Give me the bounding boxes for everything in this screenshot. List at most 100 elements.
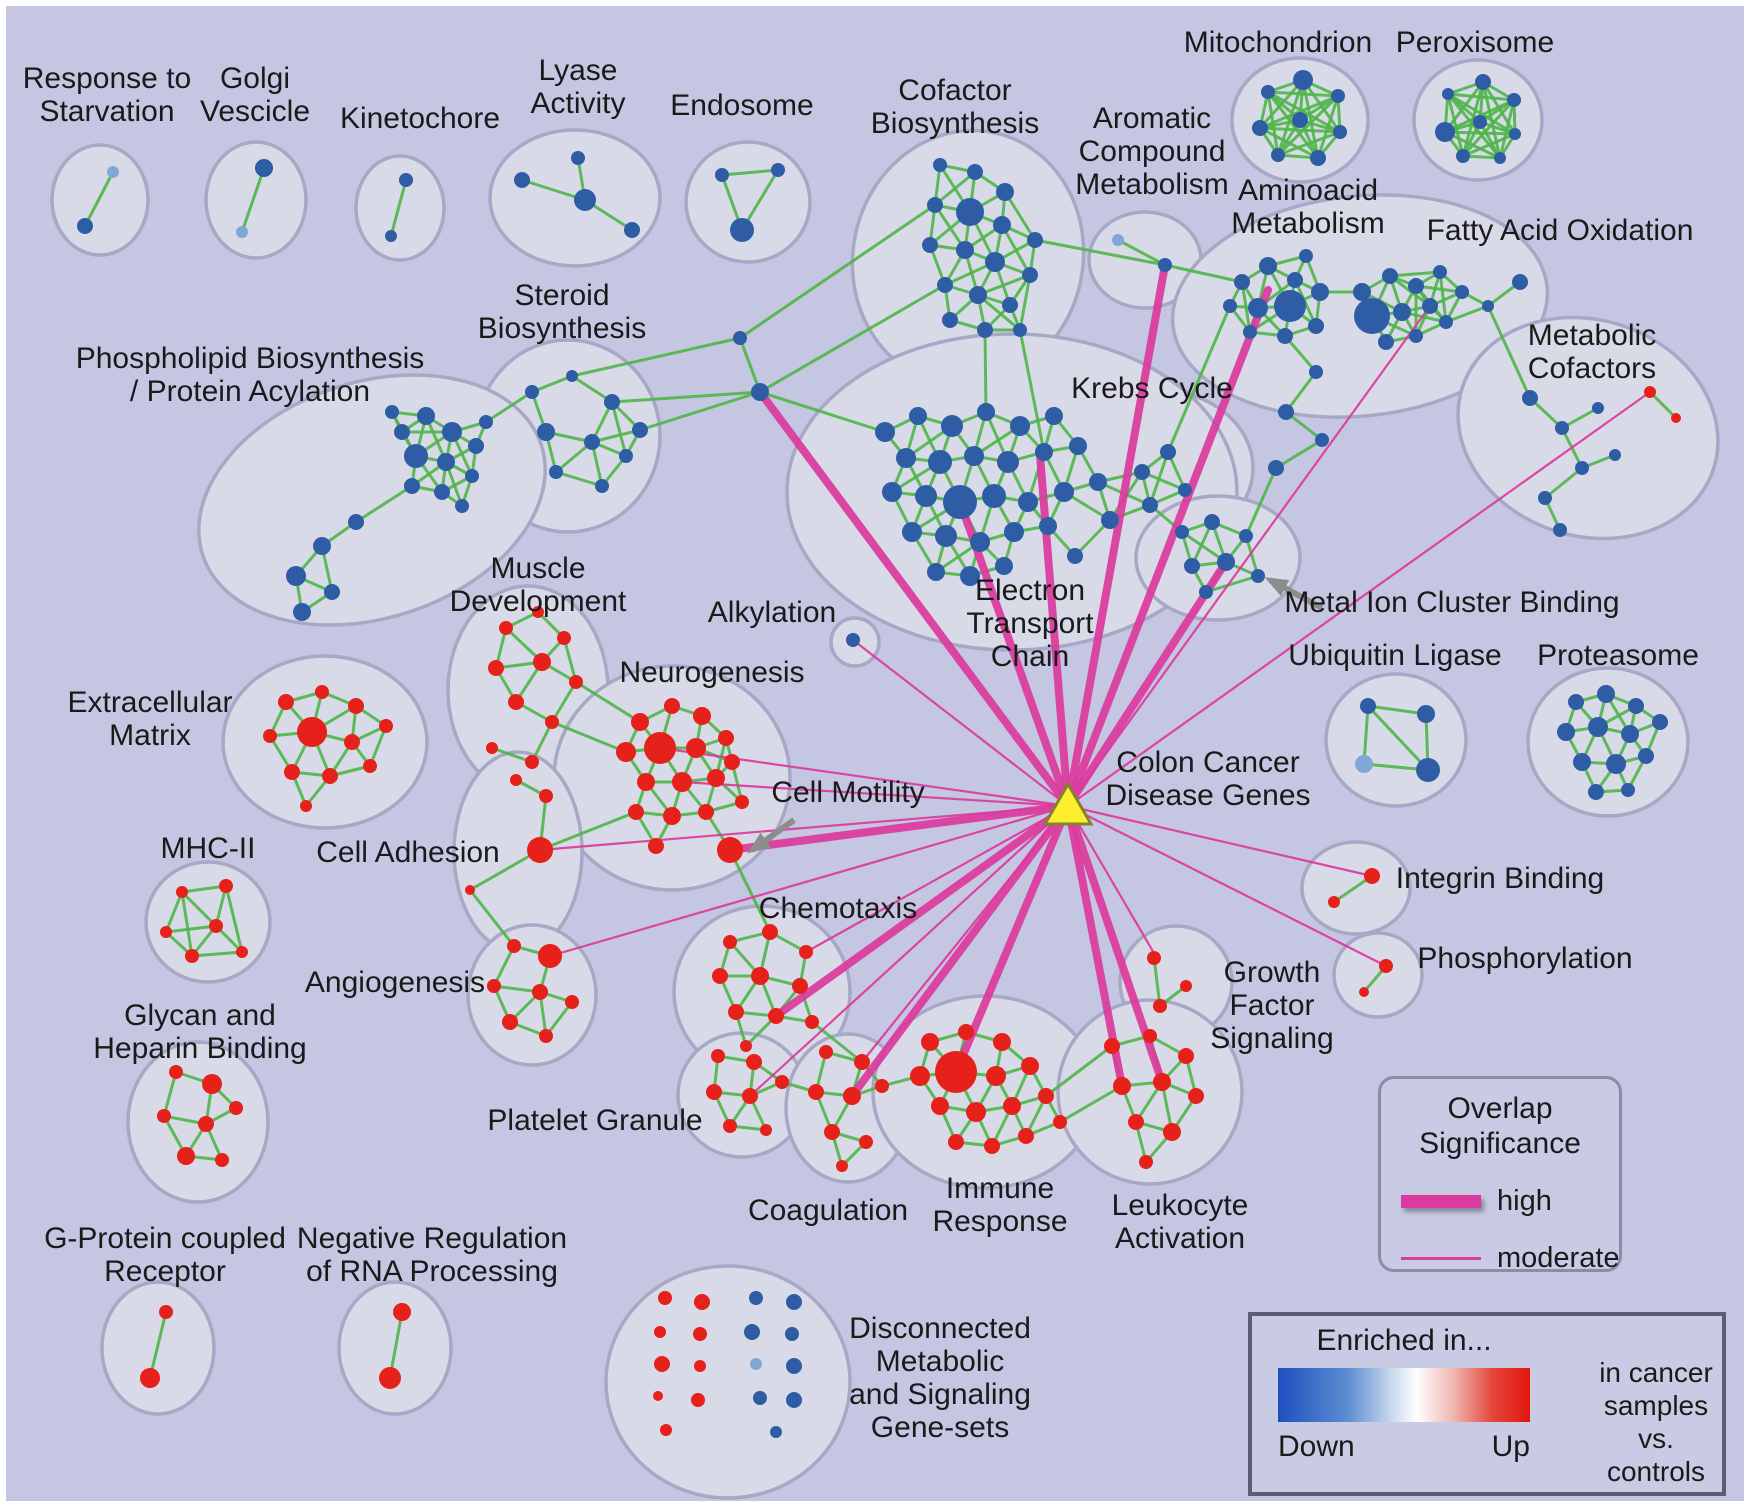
label-phospholipid-protein-acylation: Phospholipid Biosynthesis/ Protein Acyla…	[76, 342, 425, 408]
gene-set-node-g-protein-coupled-receptor	[140, 1368, 160, 1388]
green-overlap-edge	[1277, 130, 1341, 157]
gene-set-node-leukocyte-activation	[1153, 1073, 1171, 1091]
label-alkylation: Alkylation	[708, 596, 836, 629]
green-overlap-edge	[977, 293, 1021, 332]
overlap-edge-moderate	[1067, 804, 1373, 878]
green-overlap-edge	[544, 1001, 574, 1037]
gene-set-node-coagulation	[843, 1087, 861, 1105]
gene-set-node-aminoacid-fatty-acid	[1433, 265, 1447, 279]
gene-set-node-proteasome	[1588, 717, 1608, 737]
cluster-ellipse-disconnected-gene-sets	[604, 1264, 852, 1500]
gene-set-node-aminoacid-fatty-acid	[1439, 315, 1453, 329]
gene-set-node-leukocyte-activation	[1104, 1038, 1120, 1054]
gene-set-node-phospholipid-protein-acylation	[442, 422, 462, 442]
gene-set-node-neurogenesis	[718, 730, 734, 746]
gene-set-node-leukocyte-activation	[1139, 1155, 1153, 1169]
overlap-edge-high	[1064, 261, 1169, 810]
cluster-ellipse-golgi-vesicle	[204, 140, 308, 260]
gene-set-node-leukocyte-activation	[1178, 1048, 1194, 1064]
green-overlap-edge	[1003, 191, 1037, 241]
green-overlap-edge	[521, 178, 586, 202]
gene-set-node-chemotaxis	[751, 967, 769, 985]
gene-set-node-phospholipid-protein-acylation	[313, 537, 331, 555]
gene-set-node-mhc-ii	[209, 919, 223, 933]
gene-set-node-cofactor-biosynthesis	[1022, 267, 1038, 283]
green-overlap-edge	[1389, 270, 1441, 278]
overlap-edge-high	[952, 802, 1072, 1076]
gene-set-node-metal-ion-cluster-binding	[1239, 529, 1253, 543]
green-overlap-edge	[469, 848, 541, 892]
enrichment-context-line1: in cancer	[1599, 1357, 1713, 1388]
gene-set-node-electron-transport-chain	[977, 403, 995, 421]
gene-set-node-growth-factor-signaling	[1147, 951, 1161, 965]
gene-set-node-coagulation	[854, 1054, 870, 1070]
gene-set-node-angiogenesis	[532, 984, 548, 1000]
gene-set-node-disconnected-gene-sets	[786, 1392, 802, 1408]
label-neurogenesis: Neurogenesis	[619, 656, 804, 689]
green-overlap-edge	[1443, 81, 1485, 133]
label-fatty-acid-oxidation: Fatty Acid Oxidation	[1427, 214, 1694, 247]
green-overlap-edge	[1438, 271, 1448, 323]
gene-set-node-aromatic-compound-metabolism	[1112, 234, 1124, 246]
label-endosome: Endosome	[670, 89, 813, 122]
gene-set-node-immune-response	[948, 1134, 964, 1150]
gene-set-node-metal-ion-cluster-binding	[1204, 514, 1220, 530]
gene-set-node-metal-ion-cluster-binding	[1217, 553, 1235, 571]
gene-set-node-disconnected-gene-sets	[660, 1424, 672, 1436]
gene-set-node-metabolic-cofactors	[1538, 491, 1552, 505]
gene-set-node-peroxisome	[1507, 93, 1521, 107]
green-overlap-edge	[728, 849, 772, 933]
gene-set-node-mitochondrion	[1293, 70, 1313, 90]
label-cell-motility: Cell Motility	[771, 776, 924, 809]
gene-set-node-electron-transport-chain	[1054, 482, 1074, 502]
gene-set-node-phospholipid-protein-acylation	[404, 444, 428, 468]
layer-magenta	[539, 261, 1651, 1100]
gene-set-node-mitochondrion	[1261, 85, 1275, 99]
gene-set-node-cofactor-biosynthesis	[969, 286, 987, 304]
green-overlap-edge	[148, 1311, 168, 1379]
gene-set-node-aminoacid-fatty-acid	[1299, 249, 1313, 263]
green-overlap-edge	[1486, 305, 1532, 399]
gene-set-node-electron-transport-chain	[935, 525, 957, 547]
overlap-edge-moderate	[852, 639, 1069, 807]
gene-set-node-chemotaxis	[712, 968, 728, 984]
gene-set-node-cofactor-biosynthesis	[1013, 323, 1027, 337]
overlap-edge-moderate	[1067, 391, 1651, 807]
gene-set-node-ubiquitin-ligase	[1416, 758, 1440, 782]
gene-set-node-muscle-development	[488, 660, 504, 676]
overlap-edge-moderate	[749, 805, 1069, 1097]
gene-set-node-proteasome	[1573, 753, 1591, 771]
gene-set-node-disconnected-gene-sets	[744, 1324, 760, 1340]
overlap-edge-moderate	[1067, 805, 1159, 961]
enrichment-context-text: in cancer samples vs. controls	[1590, 1316, 1722, 1492]
green-overlap-edge	[1059, 1084, 1123, 1124]
gene-set-node-neurogenesis	[672, 772, 692, 792]
gene-set-node-chemotaxis	[792, 978, 808, 994]
legend-overlap-title: Overlap Significance	[1381, 1091, 1619, 1161]
gene-set-node-aminoacid-fatty-acid	[1223, 299, 1237, 313]
green-overlap-edge	[491, 746, 533, 764]
gene-set-node-disconnected-gene-sets	[770, 1426, 782, 1438]
label-ubiquitin-ligase: Ubiquitin Ligase	[1288, 639, 1501, 672]
green-overlap-edge	[1301, 79, 1320, 159]
enrichment-context-line3: vs. controls	[1606, 1423, 1706, 1487]
gene-set-node-mhc-ii	[160, 926, 172, 938]
gene-set-node-neurogenesis	[698, 804, 714, 820]
gene-set-node-mitochondrion	[1292, 112, 1308, 128]
green-overlap-edge	[551, 720, 627, 754]
green-overlap-edge	[83, 171, 115, 227]
gene-set-node-cofactor-biosynthesis	[1027, 232, 1043, 248]
label-mitochondrion: Mitochondrion	[1184, 26, 1372, 59]
gene-set-node-response-to-starvation	[77, 218, 93, 234]
gene-set-node-neurogenesis	[644, 732, 676, 764]
green-overlap-edge	[1018, 274, 1032, 331]
gene-set-node-aminoacid-fatty-acid	[1308, 318, 1324, 334]
gene-set-node-mitochondrion	[1310, 150, 1326, 166]
gene-set-node-neurogenesis	[686, 738, 706, 758]
gene-set-node-phospholipid-protein-acylation	[434, 484, 450, 500]
gene-set-node-neurogenesis	[616, 742, 636, 762]
gene-set-node-disconnected-gene-sets	[658, 1291, 672, 1305]
